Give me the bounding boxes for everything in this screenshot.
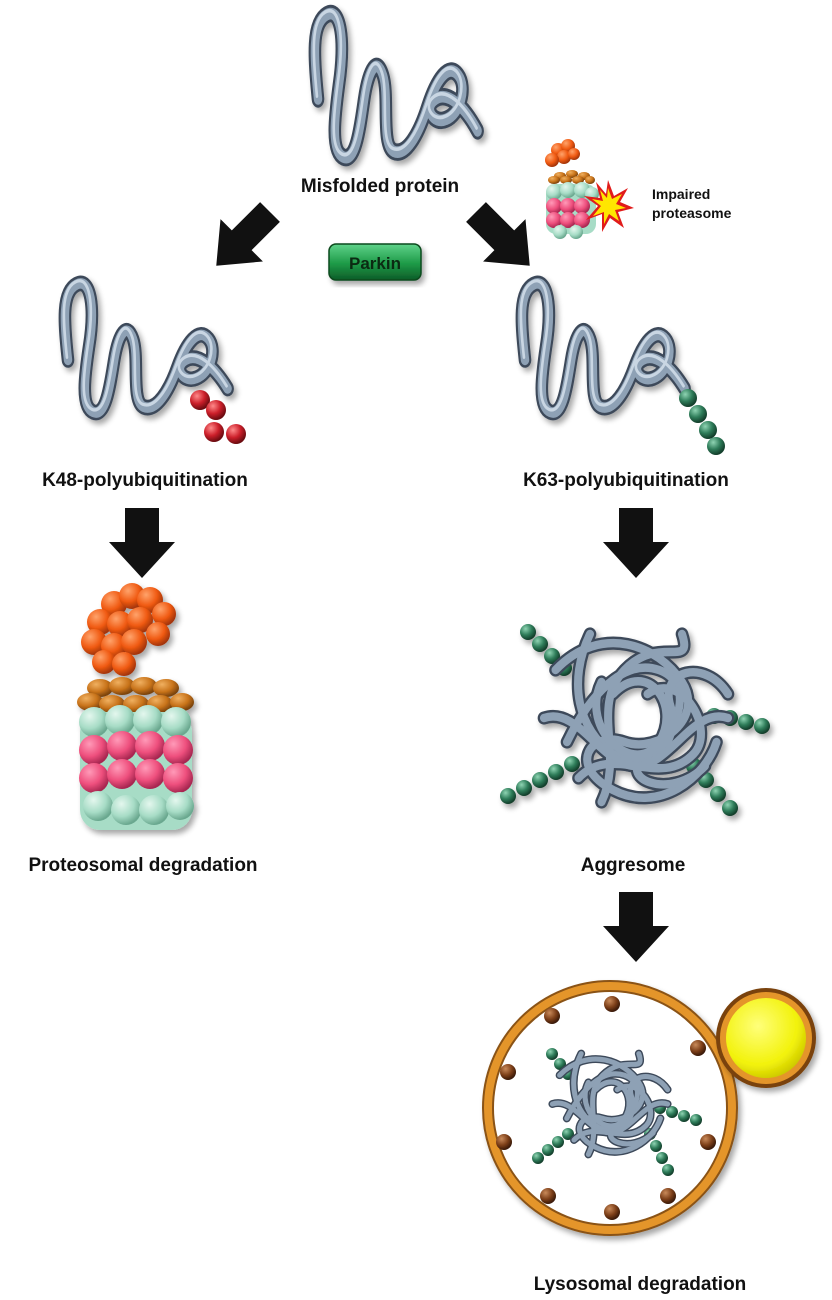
k63-label: K63-polyubiquitination [523,470,729,491]
parkin-label: Parkin [349,254,401,273]
small-proteasome-cap [545,139,580,167]
arrow-icon-k63-down [603,508,669,578]
aggresome-label: Aggresome [581,855,686,876]
proteosomal-label: Proteosomal degradation [28,855,257,876]
arrow-icon-left-branch [195,190,292,287]
proteasome-barrel [79,705,194,830]
small-proteasome-barrel [546,182,599,239]
k63-ubiquitin-chain [679,389,725,455]
impaired-label-line2: proteasome [652,205,732,221]
starburst-icon [584,180,634,232]
parkin-badge [328,243,422,281]
lysosome-membrane-dots [496,996,716,1220]
arrow-icon-aggresome-down [603,892,669,962]
misfolded-protein-icon [314,11,478,158]
arrow-icon-k48-down [109,508,175,578]
k48-ubiquitin-chain [190,390,246,444]
misfolded-protein-label: Misfolded protein [301,176,459,197]
k63-protein-icon [521,281,685,413]
small-proteasome-ring [548,170,595,184]
arrow-icon-right-branch [454,190,551,287]
proteasome-ring [77,677,194,713]
impaired-proteasome-icon [545,139,634,239]
lysosomal-label: Lysosomal degradation [534,1274,747,1295]
lysosome-icon [482,980,738,1236]
proteasome-cap [81,583,176,676]
proteasome-icon [77,583,194,830]
impaired-label-line1: Impaired [652,186,710,202]
k48-label: K48-polyubiquitination [42,470,248,491]
aggresome-icon [500,624,770,816]
vesicle-icon [716,988,816,1088]
